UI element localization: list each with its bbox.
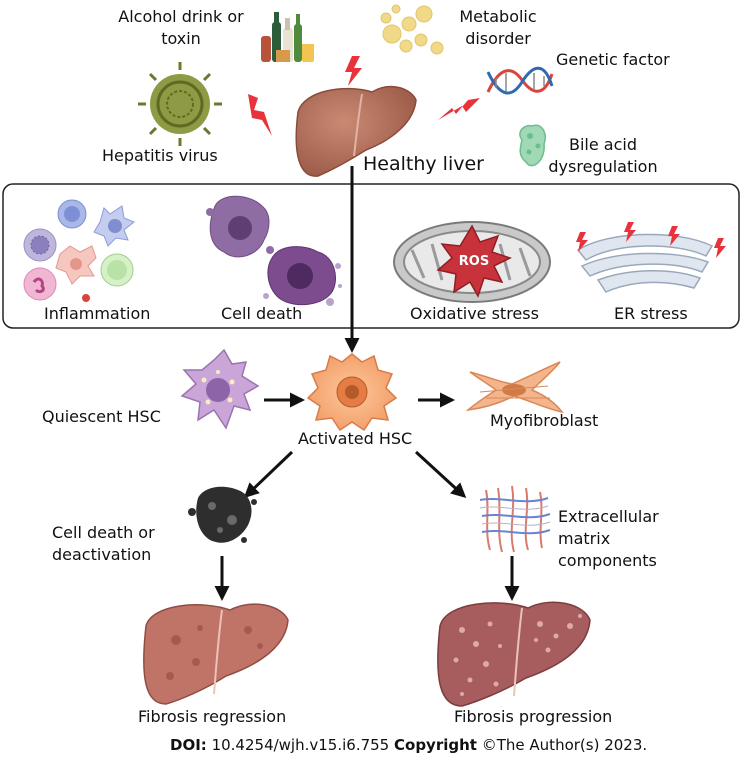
citation-footer: DOI: 10.4254/wjh.v15.i6.755 Copyright ©T… <box>170 736 647 754</box>
doi-label: DOI: <box>170 736 207 754</box>
quiescent-hsc-icon <box>180 348 260 430</box>
arrow-to-ecm <box>414 450 467 499</box>
doi-value: 10.4254/wjh.v15.i6.755 <box>211 736 390 754</box>
er-bolt-icons <box>576 222 726 258</box>
label-fibrosis-progression: Fibrosis progression <box>454 707 613 726</box>
fat-droplets-icon <box>380 4 444 55</box>
label-ecm-components: Extracellular matrix components <box>558 507 659 570</box>
dna-helix-icon <box>486 66 554 95</box>
label-cell-death: Cell death <box>221 304 303 323</box>
label-genetic: Genetic factor <box>556 50 670 69</box>
label-quiescent-hsc: Quiescent HSC <box>42 407 161 426</box>
stress-box <box>2 183 740 329</box>
myofibroblast-icon <box>465 361 564 414</box>
ros-burst-icon <box>436 224 512 298</box>
liver-ligament <box>353 93 363 157</box>
ros-label: ROS <box>459 254 489 269</box>
progression-liver-icon <box>437 601 591 707</box>
label-myofibroblast: Myofibroblast <box>490 411 599 430</box>
label-er-stress: ER stress <box>614 304 688 323</box>
regression-liver-icon <box>143 603 289 705</box>
label-activated-hsc: Activated HSC <box>298 429 413 448</box>
copyright-label: Copyright <box>394 736 477 754</box>
label-fibrosis-regression: Fibrosis regression <box>138 707 287 726</box>
label-metabolic: Metabolic disorder <box>459 7 537 48</box>
activated-hsc-icon <box>306 353 398 432</box>
label-healthy-liver: Healthy liver <box>363 153 484 175</box>
label-oxidative-stress: Oxidative stress <box>410 304 539 323</box>
label-alcohol: Alcohol drink or toxin <box>118 7 244 48</box>
copyright-value: ©The Author(s) 2023. <box>481 736 648 754</box>
dead-hsc-icon <box>188 486 257 543</box>
arrow-to-deactivation <box>243 450 294 499</box>
label-hepatitis: Hepatitis virus <box>102 146 218 165</box>
lightning-bolt-icons <box>248 56 480 136</box>
alcohol-bottles-icon <box>261 12 314 62</box>
hepatitis-virus-icon <box>138 62 222 146</box>
endoplasmic-reticulum-icon <box>576 233 714 293</box>
label-bile-acid: Bile acid dysregulation <box>548 135 658 176</box>
label-inflammation: Inflammation <box>44 304 151 323</box>
bile-acid-icon <box>519 124 546 167</box>
label-cell-death-deactivation: Cell death or deactivation <box>52 523 155 564</box>
immune-cells-icon <box>23 199 135 302</box>
dying-cells-icon <box>206 195 342 306</box>
spider-cell-icon <box>82 294 90 302</box>
ecm-mesh-icon <box>479 485 551 553</box>
